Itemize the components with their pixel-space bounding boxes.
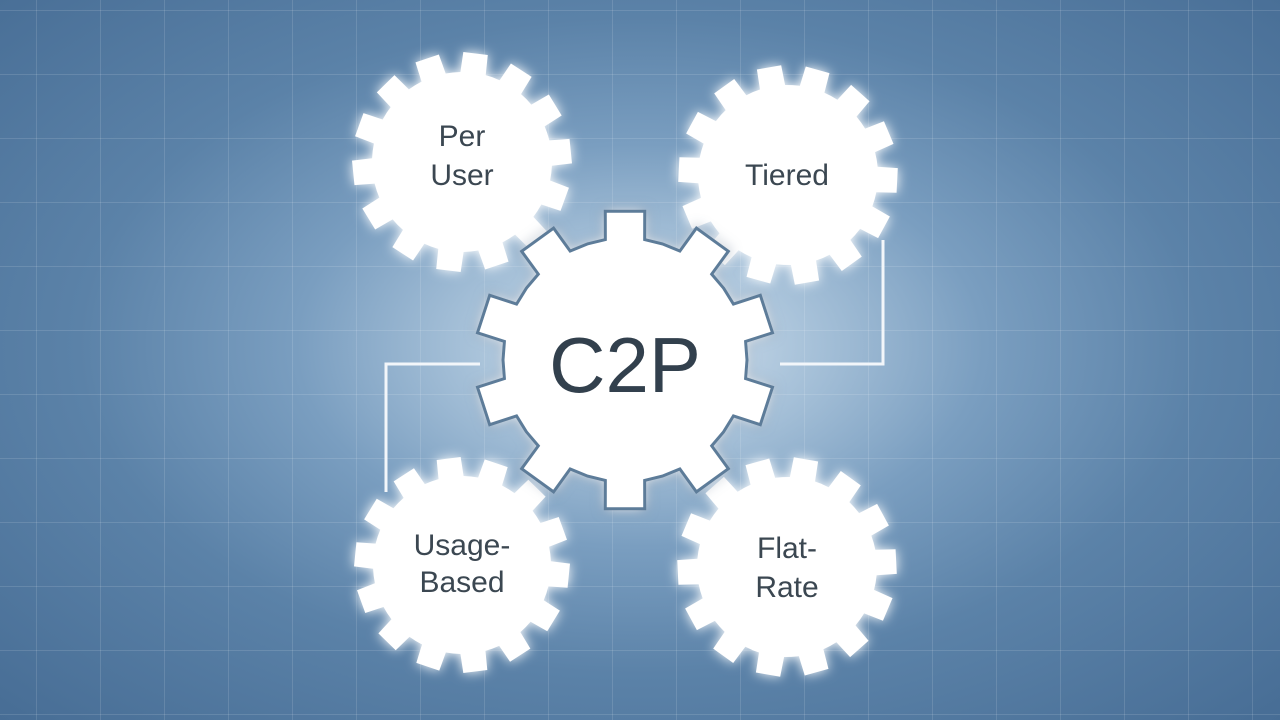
gear-usage-based-label-2: Based <box>419 566 504 599</box>
gear-per-user: Per User <box>352 52 572 272</box>
gear-flat-rate: Flat- Rate <box>677 457 897 677</box>
connector-left <box>384 362 480 492</box>
center-gear-label: C2P <box>549 321 701 409</box>
gear-flat-rate-label-1: Flat- <box>757 532 817 565</box>
gear-tiered-label: Tiered <box>745 159 829 192</box>
gear-usage-based-label-1: Usage- <box>414 529 511 562</box>
gear-per-user-label-1: Per <box>439 120 486 153</box>
gear-per-user-label-2: User <box>430 159 493 192</box>
connector-right <box>780 240 885 366</box>
gear-flat-rate-label-2: Rate <box>755 571 818 604</box>
gear-center: C2P <box>475 209 775 511</box>
gear-usage-based: Usage- Based <box>354 457 570 673</box>
gear-tiered: Tiered <box>678 65 898 285</box>
